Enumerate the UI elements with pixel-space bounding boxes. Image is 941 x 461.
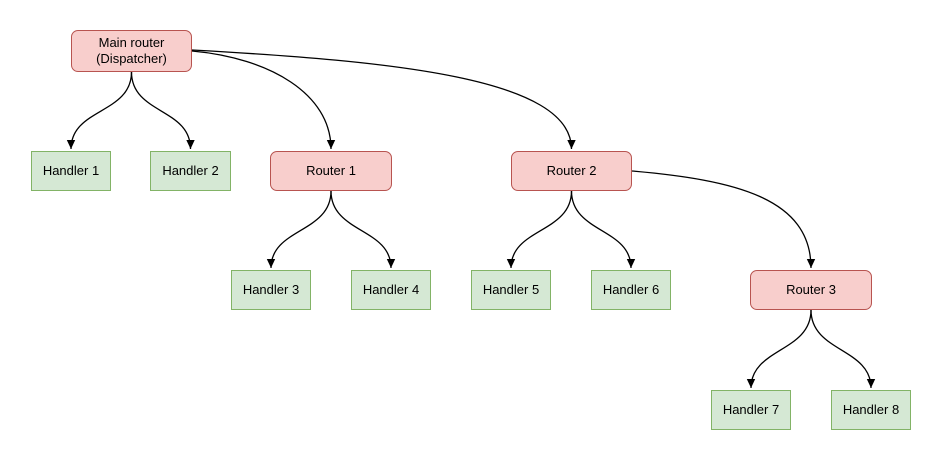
node-router-1-label: Router 1 (306, 162, 356, 178)
node-router-3: Router 3 (750, 270, 872, 310)
edge-main-router-to-handler-2 (130, 71, 195, 150)
node-handler-6-label: Handler 6 (602, 281, 660, 297)
node-handler-5: Handler 5 (471, 270, 551, 310)
edge-main-router-to-router-2 (191, 49, 576, 150)
edge-router-1-to-handler-4 (330, 190, 396, 269)
node-router-2: Router 2 (511, 151, 632, 191)
node-handler-1: Handler 1 (31, 151, 111, 191)
node-router-3-label: Router 3 (786, 281, 836, 297)
node-handler-8: Handler 8 (831, 390, 911, 430)
node-handler-1-label: Handler 1 (42, 162, 100, 178)
node-handler-7-label: Handler 7 (722, 401, 780, 417)
edge-router-2-to-router-3 (631, 170, 816, 269)
node-router-2-label: Router 2 (546, 162, 597, 178)
edge-router-2-to-handler-5 (506, 190, 573, 269)
node-handler-3: Handler 3 (231, 270, 311, 310)
node-handler-7: Handler 7 (711, 390, 791, 430)
node-handler-8-label: Handler 8 (842, 401, 900, 417)
edge-main-router-to-router-1 (191, 50, 336, 150)
node-handler-2: Handler 2 (150, 151, 231, 191)
edge-main-router-to-handler-1 (66, 71, 133, 150)
edge-router-3-to-handler-8 (810, 309, 876, 389)
node-main-router: Main router (Dispatcher) (71, 30, 192, 72)
node-handler-4-label: Handler 4 (362, 281, 420, 297)
node-handler-2-label: Handler 2 (162, 162, 219, 178)
node-router-1: Router 1 (270, 151, 392, 191)
node-main-router-label: Main router (Dispatcher) (96, 34, 167, 66)
node-handler-6: Handler 6 (591, 270, 671, 310)
edge-router-1-to-handler-3 (266, 190, 332, 269)
node-handler-5-label: Handler 5 (482, 281, 540, 297)
edge-router-2-to-handler-6 (570, 190, 636, 269)
node-handler-4: Handler 4 (351, 270, 431, 310)
edge-router-3-to-handler-7 (746, 309, 812, 389)
node-handler-3-label: Handler 3 (242, 281, 300, 297)
